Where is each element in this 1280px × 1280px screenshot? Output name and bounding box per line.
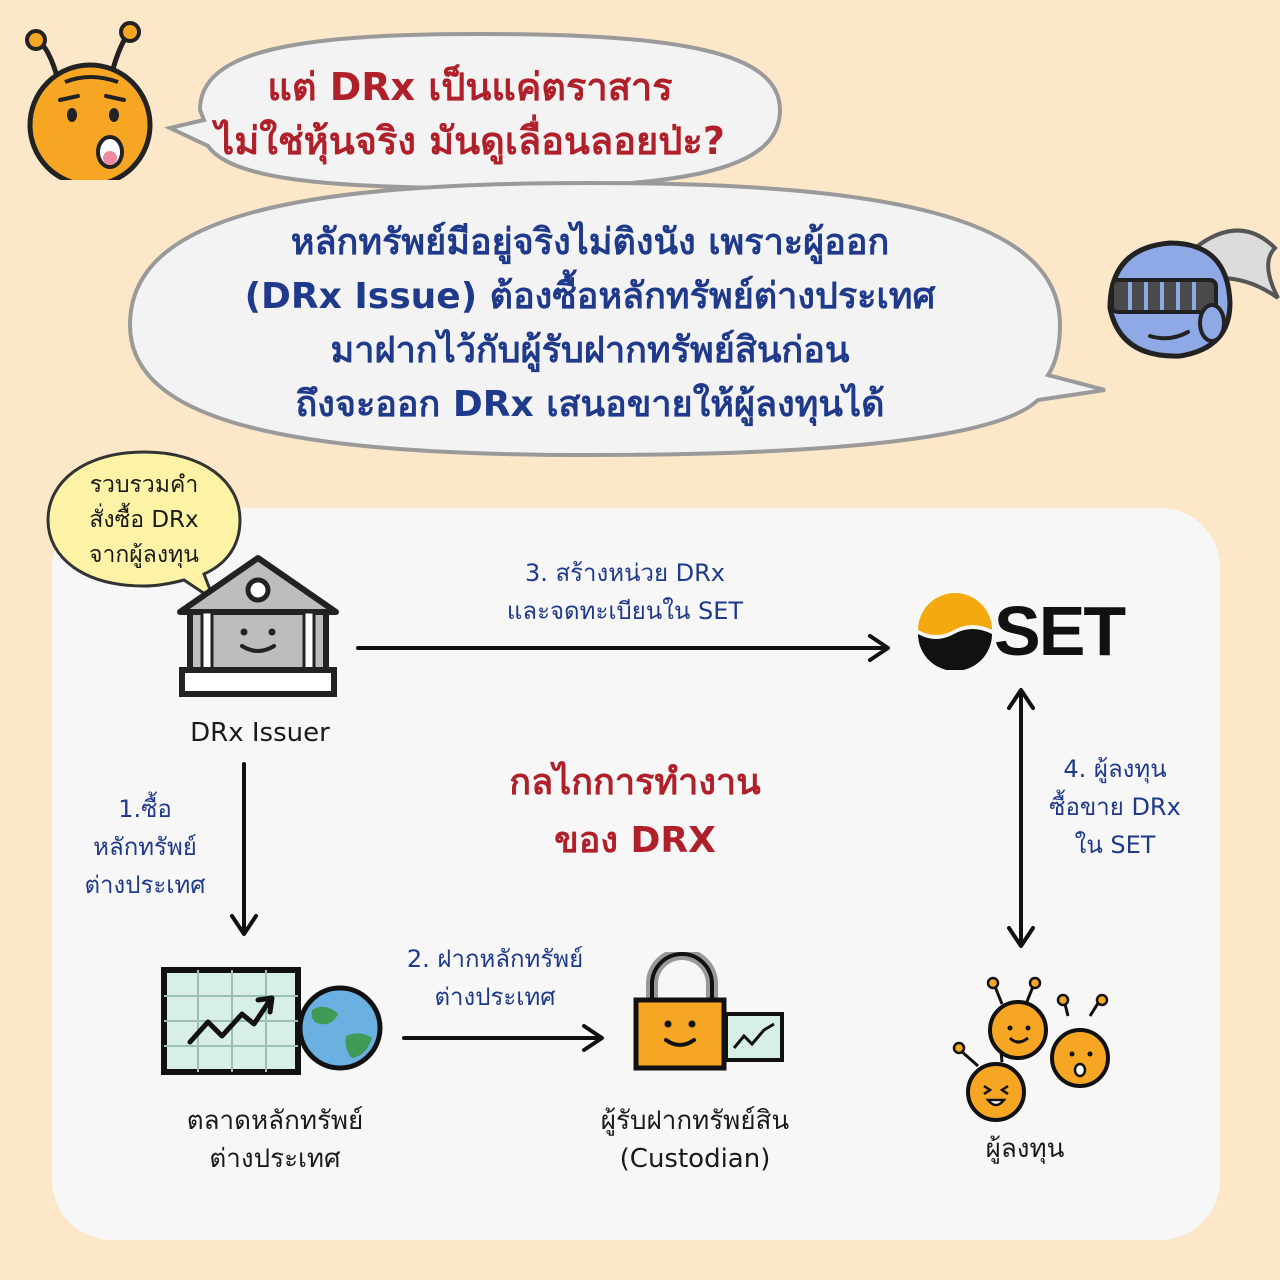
answer-line: มาฝากไว้กับผู้รับฝากทรัพย์สินก่อน <box>330 330 850 371</box>
arrow-market-to-custodian <box>402 1024 604 1052</box>
stock-chart-globe-icon <box>161 967 383 1075</box>
foreign-market-label: ตลาดหลักทรัพย์ ต่างประเทศ <box>150 1102 400 1178</box>
step4-line: ใน SET <box>1074 831 1156 859</box>
step3-line: 3. สร้างหน่วย DRx <box>524 559 725 587</box>
step2-line: 2. ฝากหลักทรัพย์ <box>406 945 584 973</box>
step4-line: ซื้อขาย DRx <box>1049 793 1181 821</box>
foreign-market-line: ตลาดหลักทรัพย์ <box>186 1106 364 1136</box>
answer-line: ถึงจะออก DRx เสนอขายให้ผู้ลงทุนได้ <box>295 384 885 425</box>
answer-line: หลักทรัพย์มีอยู่จริงไม่ติงนัง เพราะผู้ออ… <box>290 222 890 263</box>
question-line: ไม่ใช่หุ้นจริง มันดูเลื่อนลอยป่ะ? <box>215 119 725 163</box>
order-collect-text: รวบรวมคำ สั่งซื้อ DRx จากผู้ลงทุน <box>60 468 228 573</box>
step3-label: 3. สร้างหน่วย DRx และจดทะเบียนใน SET <box>440 554 810 630</box>
orange-alien-character-icon <box>25 21 153 180</box>
set-logo-text: SET <box>994 592 1126 670</box>
step1-line: ต่างประเทศ <box>84 871 206 899</box>
diagram-title: กลไกการทำงาน ของ DRX <box>430 754 840 870</box>
step4-label: 4. ผู้ลงทุน ซื้อขาย DRx ใน SET <box>1030 750 1200 864</box>
order-collect-line: สั่งซื้อ DRx <box>89 507 199 533</box>
custodian-line: (Custodian) <box>619 1144 771 1174</box>
investor-characters-icon <box>952 976 1110 1122</box>
bank-building-icon <box>177 555 339 697</box>
step2-line: ต่างประเทศ <box>434 983 556 1011</box>
padlock-icon <box>633 952 784 1071</box>
step1-line: 1.ซื้อ <box>118 795 172 823</box>
question-line: แต่ DRx เป็นแค่ตราสาร <box>267 65 673 109</box>
diagram-title-line: กลไกการทำงาน <box>509 762 761 803</box>
step1-label: 1.ซื้อ หลักทรัพย์ ต่างประเทศ <box>60 790 230 904</box>
set-logo-icon <box>918 593 992 670</box>
step4-line: 4. ผู้ลงทุน <box>1063 755 1167 783</box>
step1-line: หลักทรัพย์ <box>93 833 197 861</box>
answer-speech-bubble <box>127 180 1106 458</box>
custodian-line: ผู้รับฝากทรัพย์สิน <box>600 1106 790 1136</box>
issuer-label: DRx Issuer <box>190 718 330 748</box>
foreign-market-line: ต่างประเทศ <box>209 1144 341 1174</box>
answer-line: (DRx Issue) ต้องซื้อหลักทรัพย์ต่างประเทศ <box>244 276 936 317</box>
custodian-label: ผู้รับฝากทรัพย์สิน (Custodian) <box>560 1102 830 1178</box>
knight-helmet-character-icon <box>1107 228 1280 359</box>
step3-line: และจดทะเบียนใน SET <box>506 597 744 625</box>
order-collect-speech-bubble <box>46 450 242 604</box>
arrow-issuer-to-set <box>356 634 890 662</box>
investor-label: ผู้ลงทุน <box>985 1134 1065 1164</box>
question-speech-bubble <box>163 31 783 191</box>
arrow-issuer-to-market <box>230 762 258 936</box>
diagram-title-line: ของ DRX <box>554 820 716 861</box>
order-collect-line: รวบรวมคำ <box>89 472 199 498</box>
question-bubble-text: แต่ DRx เป็นแค่ตราสาร ไม่ใช่หุ้นจริง มัน… <box>190 60 750 168</box>
order-collect-line: จากผู้ลงทุน <box>88 542 199 568</box>
step2-label: 2. ฝากหลักทรัพย์ ต่างประเทศ <box>370 940 620 1016</box>
arrow-set-investors-bidirectional <box>1007 688 1035 948</box>
answer-bubble-text: หลักทรัพย์มีอยู่จริงไม่ติงนัง เพราะผู้ออ… <box>150 216 1030 432</box>
